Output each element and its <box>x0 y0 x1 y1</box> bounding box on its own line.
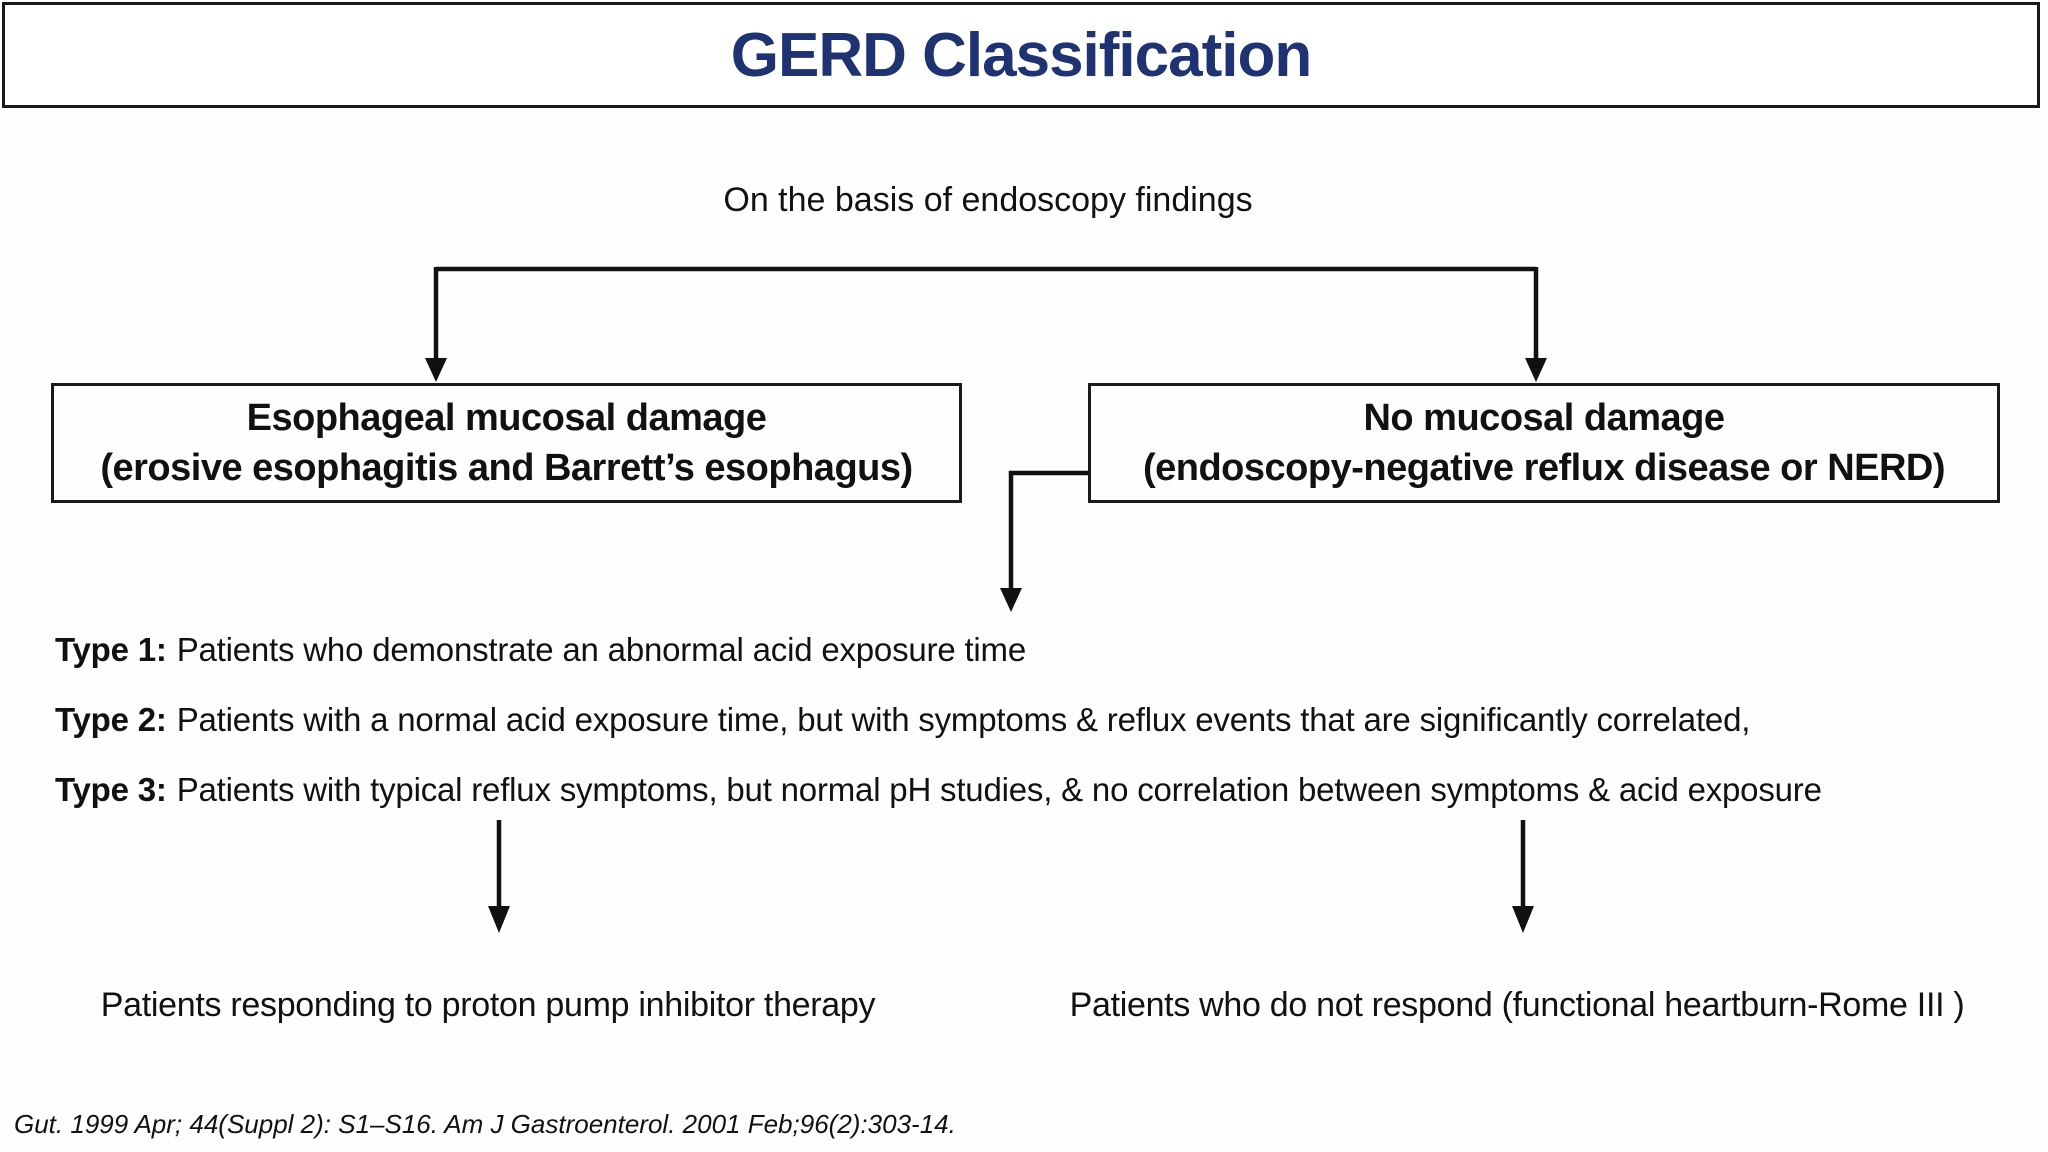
subtitle-endoscopy-basis: On the basis of endoscopy findings <box>723 181 1253 219</box>
arrowhead-right-box <box>1525 358 1547 382</box>
title-box: GERD Classification <box>2 2 2040 108</box>
type-1-text: Patients who demonstrate an abnormal aci… <box>176 631 1027 668</box>
page-title: GERD Classification <box>730 20 1312 90</box>
type-1-label: Type 1: <box>55 631 167 668</box>
type-1-row: Type 1:Patients who demonstrate an abnor… <box>55 615 2025 685</box>
arrowhead-nonresponders <box>1512 906 1534 933</box>
node-left-line2: (erosive esophagitis and Barrett’s esoph… <box>100 447 913 489</box>
type-3-label: Type 3: <box>55 771 167 808</box>
type-2-text: Patients with a normal acid exposure tim… <box>176 701 1751 738</box>
type-3-row: Type 3:Patients with typical reflux symp… <box>55 755 2025 825</box>
node-no-mucosal-damage: No mucosal damage (endoscopy-negative re… <box>1088 383 2000 503</box>
node-left-line1: Esophageal mucosal damage <box>246 397 767 439</box>
elbow-nerd-to-types <box>1008 470 1088 592</box>
nerd-type-list: Type 1:Patients who demonstrate an abnor… <box>55 615 2025 825</box>
outcome-ppi-responders: Patients responding to proton pump inhib… <box>100 986 876 1024</box>
arrowhead-types <box>1000 588 1022 612</box>
citation-references: Gut. 1999 Apr; 44(Suppl 2): S1–S16. Am J… <box>14 1109 956 1139</box>
type-3-text: Patients with typical reflux symptoms, b… <box>176 771 1822 808</box>
outcome-non-responders: Patients who do not respond (functional … <box>1069 986 1965 1024</box>
arrowhead-left-box <box>425 358 447 382</box>
node-esophageal-mucosal-damage: Esophageal mucosal damage (erosive esoph… <box>51 383 962 503</box>
type-2-row: Type 2:Patients with a normal acid expos… <box>55 685 2025 755</box>
type-2-label: Type 2: <box>55 701 167 738</box>
node-right-line2: (endoscopy-negative reflux disease or NE… <box>1142 447 1946 489</box>
node-right-line1: No mucosal damage <box>1363 397 1725 439</box>
arrowhead-responders <box>488 906 510 933</box>
